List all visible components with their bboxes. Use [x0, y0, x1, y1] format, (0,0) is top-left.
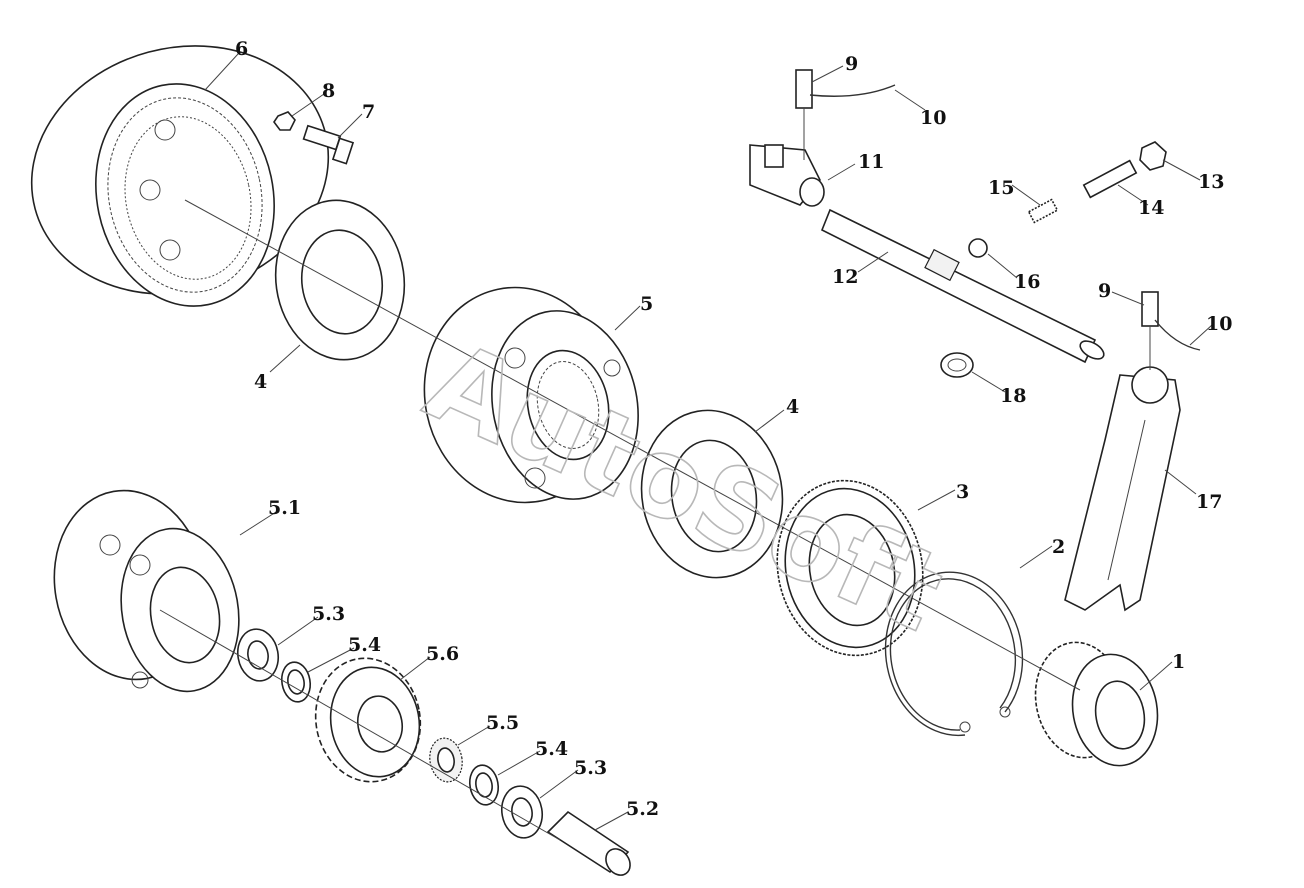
leader-lines [204, 53, 1213, 831]
part-5-planet-carrier [423, 286, 639, 504]
part-5-1-carrier-half [53, 489, 240, 693]
callout-1: 1 [1172, 651, 1185, 673]
part-5-4-spacer-lower [468, 764, 500, 806]
part-3-toothed-disc [776, 479, 924, 657]
part-9-grease-nipple-top [795, 69, 813, 160]
callout-4-upper: 4 [254, 371, 267, 393]
part-4-friction-disc-lower [640, 409, 784, 579]
part-9-grease-nipple-right [1141, 291, 1159, 370]
part-2-snap-ring [884, 571, 1024, 737]
part-18-bushing [940, 352, 974, 378]
callout-16: 16 [1014, 271, 1040, 293]
part-10-lock-wire-right [1154, 319, 1201, 351]
callout-13: 13 [1198, 171, 1224, 193]
part-10-lock-wire-top [809, 84, 896, 97]
callout-5-3-upper: 5.3 [312, 603, 345, 625]
callout-5-4-lower: 5.4 [535, 738, 568, 760]
callout-5-6: 5.6 [426, 643, 459, 665]
callout-9-top: 9 [845, 53, 858, 75]
part-17-shift-fork [1064, 366, 1181, 612]
callout-8: 8 [322, 80, 335, 102]
callout-5-3-lower: 5.3 [574, 757, 607, 779]
callout-labels: 1 2 3 4 4 5 5.1 5.2 5.3 5.3 5.4 5.4 5.5 … [235, 38, 1232, 820]
callout-10-right: 10 [1206, 313, 1232, 335]
part-12-shift-shaft [820, 208, 1105, 364]
callout-11: 11 [858, 151, 884, 173]
callout-5: 5 [640, 293, 653, 315]
part-7-bolt [302, 124, 355, 165]
part-6-ring-gear-housing [30, 45, 330, 307]
callout-2: 2 [1052, 536, 1065, 558]
callout-18: 18 [1000, 385, 1026, 407]
callout-14: 14 [1138, 197, 1164, 219]
callout-6: 6 [235, 38, 248, 60]
part-14-bolt [1082, 159, 1138, 199]
part-5-2-planet-pin [546, 810, 631, 876]
part-5-6-planet-gear [314, 657, 422, 783]
callout-3: 3 [956, 481, 969, 503]
part-13-nut [1139, 141, 1167, 171]
part-5-4-spacer-upper [280, 661, 312, 703]
part-5-5-needle-bearing [429, 737, 463, 783]
callout-5-1: 5.1 [268, 497, 301, 519]
part-11-detent-block [749, 144, 825, 207]
assembly-axis-lines [159, 199, 1081, 841]
callout-7: 7 [362, 101, 375, 123]
callout-9-right: 9 [1098, 280, 1111, 302]
part-16-ball [968, 238, 988, 258]
callout-4-lower: 4 [786, 396, 799, 418]
part-8-nut [273, 111, 296, 131]
callout-10-top: 10 [920, 107, 946, 129]
callout-5-5: 5.5 [486, 712, 519, 734]
callout-15: 15 [988, 177, 1014, 199]
part-5-3-thrust-washer-upper [236, 628, 280, 682]
part-4-friction-disc-upper [274, 199, 406, 361]
callout-17: 17 [1196, 491, 1222, 513]
part-15-spring [1027, 198, 1059, 224]
callout-5-4-upper: 5.4 [348, 634, 381, 656]
callout-12: 12 [832, 266, 858, 288]
callout-5-2: 5.2 [626, 798, 659, 820]
part-5-3-thrust-washer-lower [500, 785, 544, 839]
part-1-sliding-coupling [1034, 641, 1159, 767]
